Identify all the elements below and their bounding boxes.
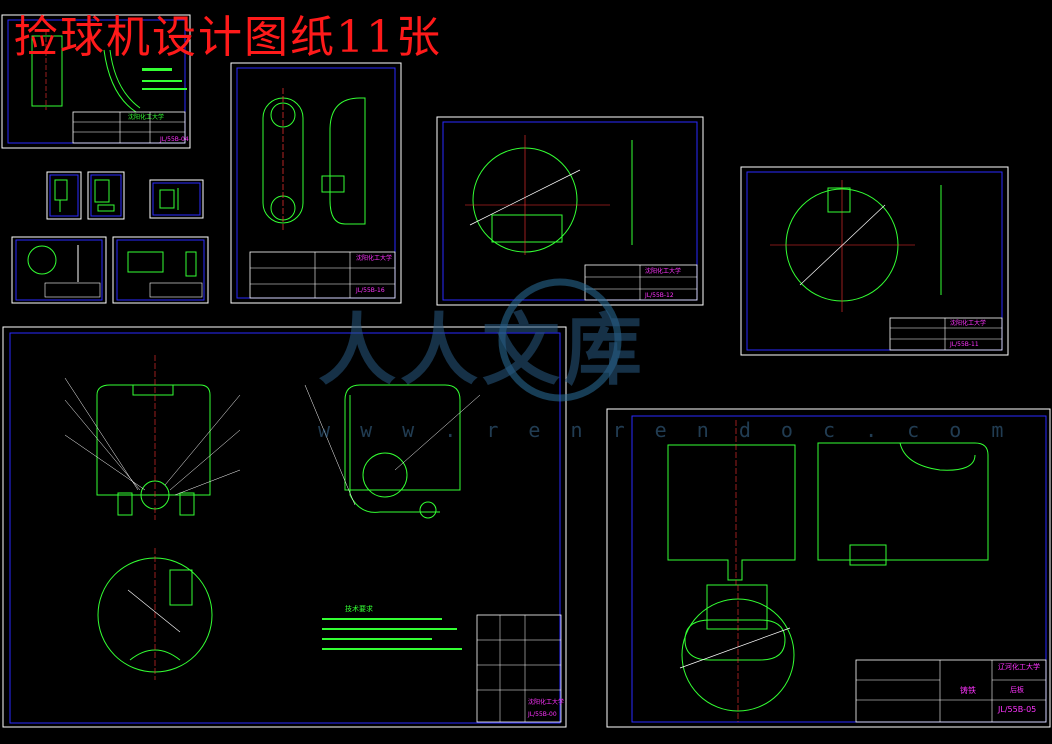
sheet-6[interactable] [606,408,1051,728]
sheet1-school: 沈阳化工大学 [128,114,165,121]
watermark-logo-icon [498,278,622,402]
watermark-logo-text: 人人文库 [318,305,647,396]
sheet3-code: JL/55B-12 [645,292,674,299]
sheet3-school: 沈阳化工大学 [645,268,682,275]
sheet6-code: JL/55B-05 [998,705,1037,714]
sheet-small-c[interactable] [149,179,204,219]
sheet6-school: 辽河化工大学 [998,663,1040,671]
sheet-2[interactable] [230,62,402,304]
page-title: 捡球机设计图纸11张 [14,12,442,63]
sheet2-school: 沈阳化工大学 [356,255,393,262]
sheet5-code: JL/55B-00 [528,711,557,718]
sheet1-code: JL/55B-04 [160,136,189,143]
sheet4-code: JL/55B-11 [950,341,979,348]
sheet2-code: JL/55B-16 [356,287,385,294]
sheet-1[interactable] [1,14,191,149]
sheet-small-a[interactable] [46,171,82,220]
sheet6-part-name: 后板 [1010,686,1024,694]
sheet-3[interactable] [436,116,704,306]
watermark-url: w w w . r e n r e n d o c . c o m [318,418,1013,442]
sheet6-material: 铸铁 [960,686,976,695]
sheet5-school: 沈阳化工大学 [528,699,565,706]
sheet-small-d[interactable] [11,236,107,304]
sheet-small-b[interactable] [87,171,125,220]
sheet-4[interactable] [740,166,1009,356]
sheet5-tech-title: 技术要求 [345,605,373,613]
sheet-5[interactable] [2,326,567,728]
sheet4-school: 沈阳化工大学 [950,320,987,327]
sheet-small-e[interactable] [112,236,209,304]
